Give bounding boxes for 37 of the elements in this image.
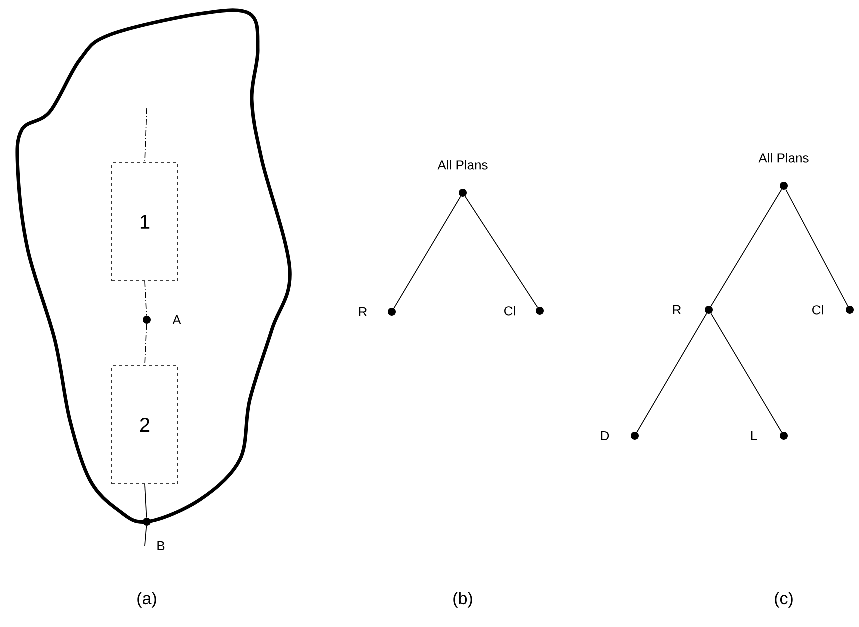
labelled-point: All Plans <box>438 160 488 197</box>
labelled-point: B <box>143 518 165 550</box>
labelled-point: Cl <box>812 305 854 315</box>
connector-line <box>710 189 782 307</box>
node-label: A <box>172 316 182 324</box>
node-label: All Plans <box>438 160 488 170</box>
node-label: R <box>673 306 682 314</box>
connector-line <box>144 108 148 163</box>
connector-line <box>394 196 462 309</box>
panel-label: (b) <box>454 592 472 608</box>
labelled-point: R <box>359 308 396 316</box>
labelled-point: A <box>143 316 182 324</box>
node-label: L <box>751 432 758 440</box>
panel-label: (a) <box>138 592 156 608</box>
labelled-point: L <box>751 432 788 440</box>
node-label: R <box>359 308 368 316</box>
node-label: D <box>601 432 610 440</box>
component-box: 2 <box>112 366 178 484</box>
connector-line <box>636 313 708 433</box>
connector-line <box>464 196 538 308</box>
node-label: All Plans <box>758 153 809 163</box>
labelled-point: R <box>673 306 713 314</box>
node-label: Cl <box>504 306 516 316</box>
labelled-point: All Plans <box>758 153 809 190</box>
labelled-point: D <box>601 432 639 440</box>
connector-line <box>710 313 782 433</box>
connector-line <box>144 484 148 518</box>
component-box: 1 <box>112 162 178 282</box>
connector-line <box>144 281 148 316</box>
labelled-point: Cl <box>504 306 544 316</box>
node-label: Cl <box>812 305 824 315</box>
connector-line <box>144 526 148 546</box>
outline-drawing <box>16 8 292 524</box>
panel-label: (c) <box>775 592 793 608</box>
node-label: B <box>158 542 165 550</box>
connector-line <box>144 324 148 366</box>
connector-line <box>786 189 848 307</box>
